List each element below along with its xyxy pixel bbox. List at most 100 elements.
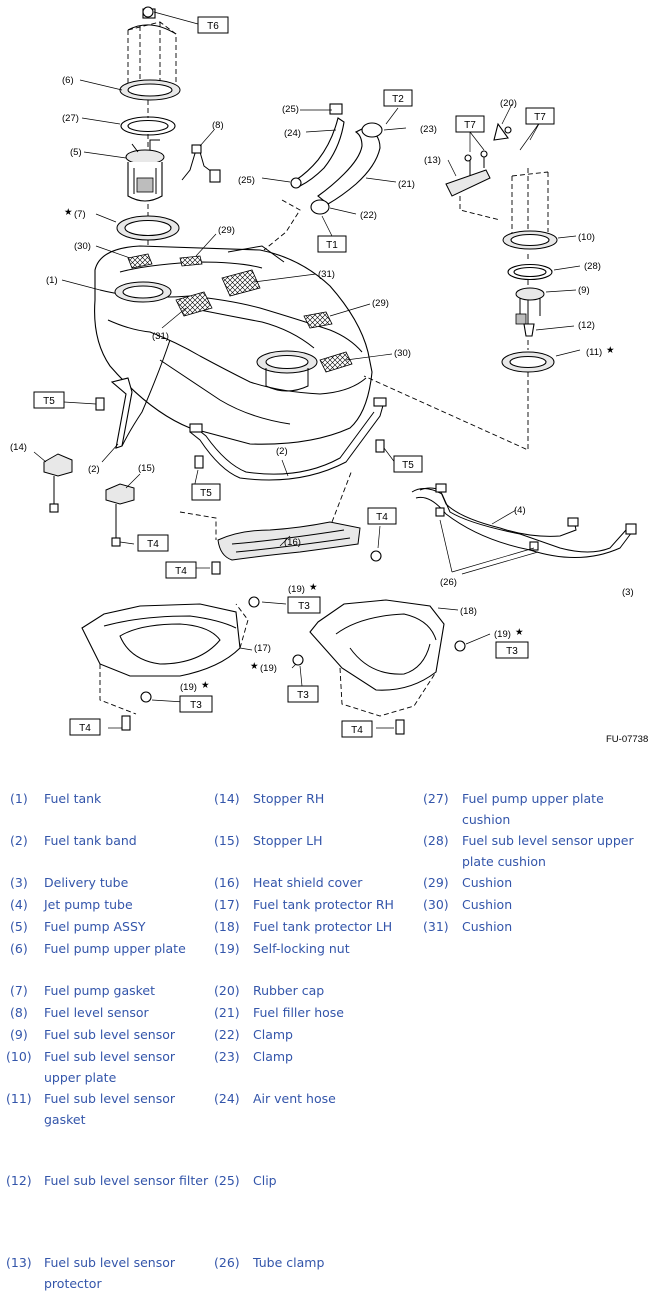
callout-27: (27): [62, 113, 79, 124]
fuel-tank-protector-rh-drawing: [81, 603, 249, 715]
legend-item-name: Cushion: [462, 919, 513, 934]
callout-19c-star: ★: [250, 661, 259, 672]
legend-item-number: (4): [10, 897, 28, 912]
torque-label-t2: T2: [383, 89, 413, 107]
svg-text:T5: T5: [43, 396, 55, 407]
torque-label-t5-right: T5: [393, 455, 423, 473]
callout-31a: (31): [318, 269, 335, 280]
legend-item-name: Fuel pump upper plate: [44, 941, 186, 956]
legend-item-name: Fuel sub level sensor upper plate: [44, 1049, 176, 1085]
legend-item-name: Cushion: [462, 897, 513, 912]
part-callouts: (6) (27) (5) (8) ★ (7) (30) (29) (1) (31…: [10, 75, 648, 745]
legend-item-name: Clamp: [253, 1027, 293, 1042]
callout-2a: (2): [88, 464, 100, 475]
legend-item-number: (25): [214, 1173, 240, 1188]
heat-shield-cover-drawing: [179, 469, 361, 561]
legend-item-number: (30): [423, 897, 449, 912]
delivery-and-jet-pump-tubes-drawing: [411, 483, 637, 558]
legend-item-number: (23): [214, 1049, 240, 1064]
fuel-level-sensor-drawing: [181, 144, 221, 183]
svg-text:T7: T7: [464, 120, 476, 131]
callout-6: (6): [62, 75, 74, 86]
stopper-rh-drawing: [43, 453, 73, 513]
legend-item-name: Stopper LH: [253, 833, 323, 848]
legend-item-number: (29): [423, 875, 449, 890]
svg-text:T5: T5: [402, 460, 414, 471]
legend-item-name: Fuel tank band: [44, 833, 137, 848]
svg-text:T4: T4: [376, 512, 388, 523]
legend-item-name: Fuel sub level sensor filter: [44, 1173, 209, 1188]
torque-label-t7-right: T7: [525, 107, 555, 125]
figure-code: FU-07738: [606, 734, 648, 745]
torque-label-t7-left: T7: [455, 115, 485, 133]
sub-level-sensor-gasket-drawing: [501, 351, 555, 373]
fuel-tank-protector-lh-drawing: [309, 599, 445, 717]
torque-label-t3-d: T3: [179, 695, 213, 713]
callout-10: (10): [578, 232, 595, 243]
legend-item-number: (9): [10, 1027, 28, 1042]
legend-item-number: (15): [214, 833, 240, 848]
callout-1: (1): [46, 275, 58, 286]
legend-item-name: Fuel sub level sensor gasket: [44, 1091, 176, 1127]
callout-16: (16): [284, 537, 301, 548]
torque-label-t3-c: T3: [287, 685, 319, 703]
callout-26: (26): [440, 577, 457, 588]
callout-5: (5): [70, 147, 82, 158]
callout-29b: (29): [372, 298, 389, 309]
legend-item-name: Fuel filler hose: [253, 1005, 344, 1020]
legend-item-name: Clip: [253, 1173, 277, 1188]
legend-item-number: (6): [10, 941, 28, 956]
svg-text:T6: T6: [207, 21, 219, 32]
legend-item-number: (28): [423, 833, 449, 848]
fuel-tank-drawing: [94, 245, 373, 445]
callout-11-star: ★: [606, 345, 615, 356]
callout-8: (8): [212, 120, 224, 131]
legend-item-name: Tube clamp: [253, 1255, 325, 1270]
callout-29a: (29): [218, 225, 235, 236]
callout-25a: (25): [282, 104, 299, 115]
torque-label-t6: T6: [197, 16, 229, 34]
legend-item-name: Fuel level sensor: [44, 1005, 149, 1020]
legend-item-number: (31): [423, 919, 449, 934]
legend-item-name: Fuel pump ASSY: [44, 919, 146, 934]
sub-level-sensor-drawing: [515, 287, 545, 337]
fuel-pump-upper-plate-drawing: [119, 8, 181, 101]
torque-label-t4-right: T4: [367, 507, 397, 525]
legend-item-name: Rubber cap: [253, 983, 325, 998]
torque-labels: T6 T2 T1 T7 T7 T5 T5 T5 T4 T4 T4 T3 T3 T…: [33, 16, 555, 738]
legend-item-name: Fuel tank protector RH: [253, 897, 394, 912]
callout-7: (7): [74, 209, 86, 220]
callout-19a-star: ★: [309, 582, 318, 593]
svg-text:T3: T3: [297, 690, 309, 701]
legend-item-number: (10): [6, 1049, 32, 1064]
legend-item-name: Heat shield cover: [253, 875, 363, 890]
legend-item-number: (2): [10, 833, 28, 848]
fuel-filler-hose-drawing: [310, 122, 383, 215]
legend-item-number: (16): [214, 875, 240, 890]
svg-text:T2: T2: [392, 94, 404, 105]
legend-item-number: (24): [214, 1091, 240, 1106]
callout-18: (18): [460, 606, 477, 617]
legend-item-number: (22): [214, 1027, 240, 1042]
legend-item-number: (11): [6, 1091, 32, 1106]
svg-text:T1: T1: [326, 240, 338, 251]
callout-7-star: ★: [64, 207, 73, 218]
legend-item-name: Fuel sub level sensor protector: [44, 1255, 176, 1291]
callout-19d-star: ★: [201, 680, 210, 691]
sub-level-sensor-protector-drawing: [445, 150, 491, 197]
fuel-tank-band-drawing: [110, 339, 387, 481]
legend-item-number: (5): [10, 919, 28, 934]
svg-text:T3: T3: [298, 601, 310, 612]
legend-item-number: (27): [423, 791, 449, 806]
callout-28: (28): [584, 261, 601, 272]
callout-20: (20): [500, 98, 517, 109]
callout-30b: (30): [394, 348, 411, 359]
stopper-lh-drawing: [105, 483, 135, 547]
legend-item-number: (8): [10, 1005, 28, 1020]
callout-19a: (19): [288, 584, 305, 595]
callout-12: (12): [578, 320, 595, 331]
air-vent-hose-drawing: [290, 103, 345, 189]
callout-3: (3): [622, 587, 634, 598]
callout-23: (23): [420, 124, 437, 135]
svg-text:T3: T3: [190, 700, 202, 711]
